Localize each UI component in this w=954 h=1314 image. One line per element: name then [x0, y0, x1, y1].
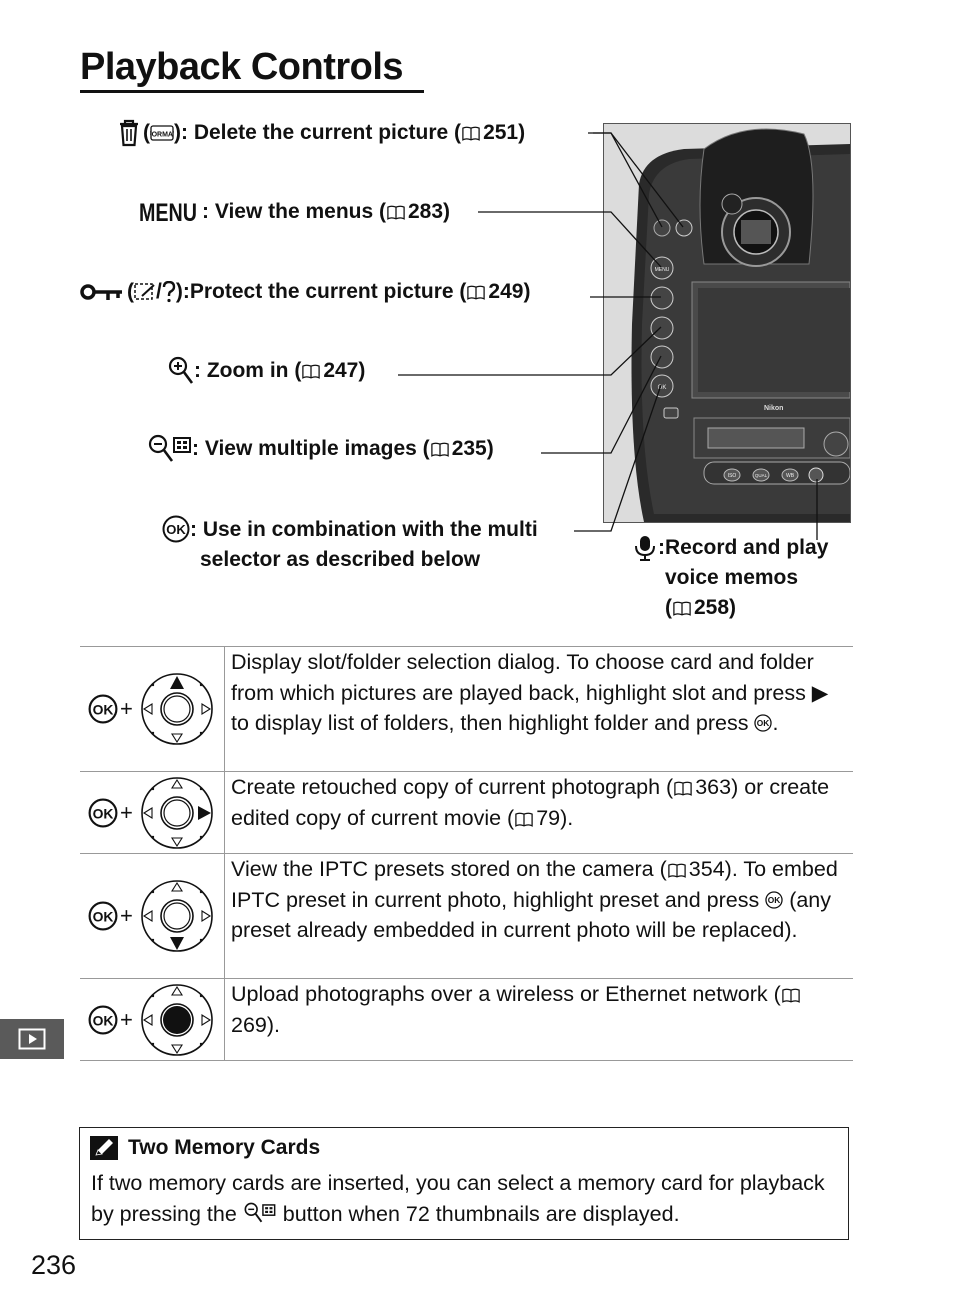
note-box: Two Memory Cards If two memory cards are… [79, 1127, 849, 1240]
svg-text:MENU: MENU [655, 267, 670, 273]
callout-zoom-in: : Zoom in ( 247) [168, 356, 365, 386]
multi-selector-right-icon [139, 775, 215, 851]
question-icon [162, 281, 176, 303]
svg-text:OK: OK [658, 385, 667, 391]
callout-delete: ( FORMAT ): Delete the current picture (… [118, 118, 525, 148]
operation-description: View the IPTC presets stored on the came… [224, 853, 853, 979]
ok-icon [88, 1005, 118, 1035]
zoom-out-thumbnail-icon [148, 434, 192, 464]
page-title: Playback Controls [80, 46, 404, 88]
playback-section-tab[interactable] [0, 1019, 64, 1059]
table-row: + Create retouched copy of current photo… [80, 771, 853, 854]
note-title: Two Memory Cards [128, 1136, 321, 1159]
key-icon [80, 281, 124, 303]
trash-icon [118, 119, 140, 147]
camera-brand: Nikon [764, 405, 783, 412]
table-row: + Display slot/folder selection dialog. … [80, 646, 853, 772]
zoom-in-icon [168, 356, 194, 386]
playback-icon [18, 1028, 46, 1050]
callout-menu: MENU : View the menus ( 283) [139, 199, 451, 225]
svg-text:QUAL: QUAL [755, 473, 768, 478]
svg-text:MENU: MENU [139, 199, 197, 225]
ok-icon [88, 901, 118, 931]
book-reference-icon [467, 285, 485, 300]
table-row: + View the IPTC presets stored on the ca… [80, 853, 853, 979]
menu-icon: MENU [139, 199, 199, 225]
book-reference-icon [431, 442, 449, 457]
operation-description: Display slot/folder selection dialog. To… [224, 646, 853, 772]
operation-description: Create retouched copy of current photogr… [224, 771, 853, 854]
book-reference-icon [302, 364, 320, 379]
zoom-out-thumbnail-icon [243, 1202, 277, 1224]
multi-selector-down-icon [139, 878, 215, 954]
operations-table: + Display slot/folder selection dialog. … [80, 646, 853, 1061]
book-reference-icon [515, 812, 533, 827]
book-reference-icon [387, 205, 405, 220]
svg-text:FORMAT: FORMAT [150, 132, 174, 139]
ok-icon [88, 798, 118, 828]
note-body: If two memory cards are inserted, you ca… [91, 1171, 825, 1226]
camera-illustration: Nikon ISO QUAL WB MENU OK [603, 123, 851, 523]
book-reference-icon [782, 988, 800, 1003]
svg-text:WB: WB [786, 473, 795, 479]
table-row: + Upload photographs over a wireless or … [80, 978, 853, 1061]
book-reference-icon [674, 781, 692, 796]
ok-icon [765, 891, 783, 909]
retouch-icon [134, 282, 156, 302]
ok-icon [162, 515, 190, 543]
book-reference-icon [668, 863, 686, 878]
multi-selector-up-icon [139, 671, 215, 747]
svg-text:ISO: ISO [728, 473, 737, 479]
book-reference-icon [462, 126, 480, 141]
microphone-icon [632, 535, 658, 623]
callout-protect: ( / ):Protect the current picture ( 249) [80, 277, 530, 307]
callout-ok: : Use in combination with the multi sele… [162, 515, 538, 575]
multi-selector-center-icon [139, 982, 215, 1058]
page-number: 236 [31, 1250, 77, 1280]
title-underline [80, 90, 424, 93]
operation-description: Upload photographs over a wireless or Et… [224, 978, 853, 1061]
ok-icon [88, 694, 118, 724]
pencil-note-icon [90, 1136, 118, 1160]
format-icon: FORMAT [150, 124, 174, 142]
callout-voice-memo: :Record and play voice memos (258) [632, 533, 828, 623]
ok-icon [754, 714, 772, 732]
callout-thumbnails: : View multiple images ( 235) [148, 434, 494, 464]
book-reference-icon [673, 601, 691, 616]
